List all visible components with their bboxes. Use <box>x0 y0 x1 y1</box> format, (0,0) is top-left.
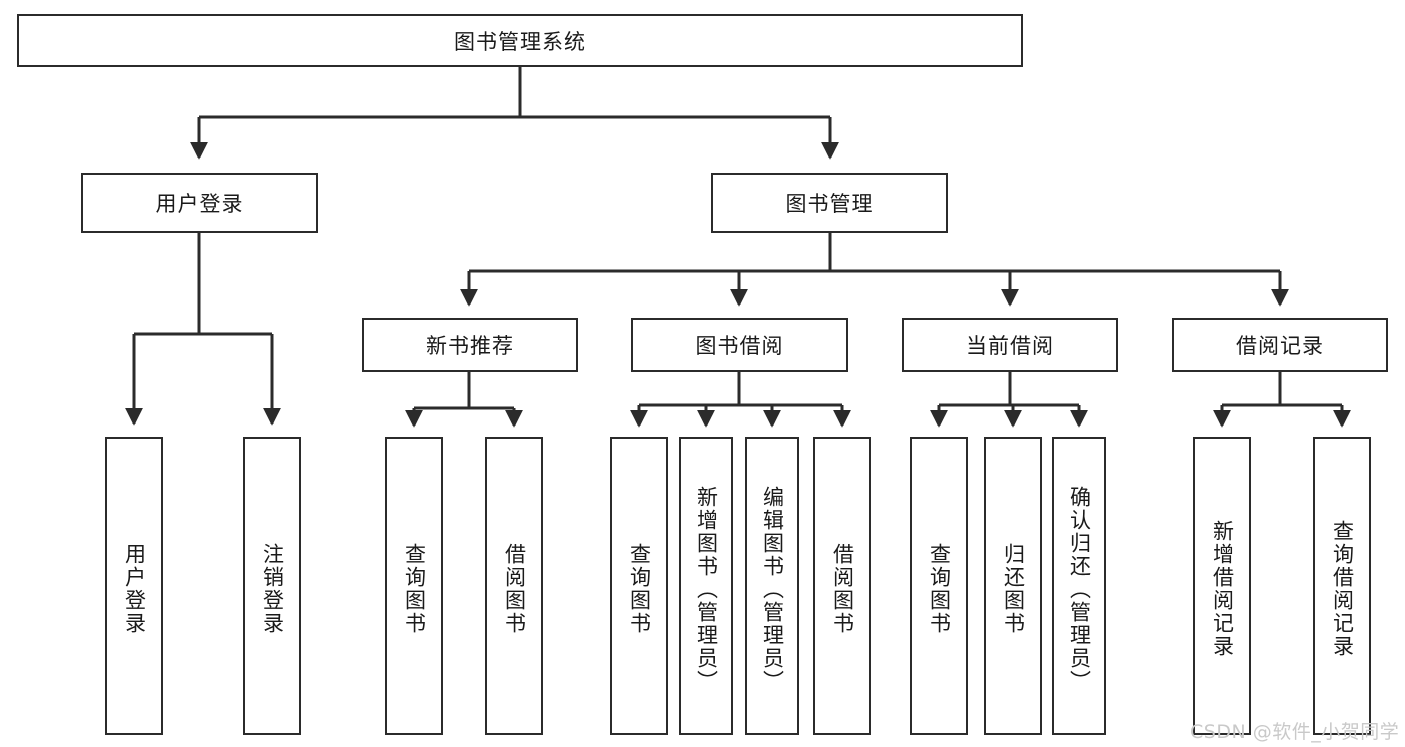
node-leaf-return-book[interactable]: 归还图书 <box>984 437 1042 735</box>
node-current-borrow-label: 当前借阅 <box>966 334 1054 358</box>
node-leaf-edit-book[interactable]: 编辑图书（管理员） <box>745 437 799 735</box>
node-user-login[interactable]: 用户登录 <box>81 173 318 233</box>
node-leaf-query-book-2-label: 查询图书 <box>627 543 652 635</box>
node-leaf-query-book-3[interactable]: 查询图书 <box>910 437 968 735</box>
node-leaf-query-book-1-label: 查询图书 <box>402 543 427 635</box>
node-leaf-logout-label: 注销登录 <box>260 543 285 635</box>
node-book-borrow[interactable]: 图书借阅 <box>631 318 848 372</box>
node-leaf-add-book-label: 新增图书（管理员） <box>694 485 719 693</box>
node-leaf-add-record[interactable]: 新增借阅记录 <box>1193 437 1251 735</box>
node-leaf-query-record-label: 查询借阅记录 <box>1330 520 1355 658</box>
node-borrow-record-label: 借阅记录 <box>1236 334 1324 358</box>
node-leaf-add-record-label: 新增借阅记录 <box>1210 520 1235 658</box>
node-leaf-user-login[interactable]: 用户登录 <box>105 437 163 735</box>
node-current-borrow[interactable]: 当前借阅 <box>902 318 1118 372</box>
node-leaf-query-record[interactable]: 查询借阅记录 <box>1313 437 1371 735</box>
node-leaf-query-book-1[interactable]: 查询图书 <box>385 437 443 735</box>
node-leaf-add-book[interactable]: 新增图书（管理员） <box>679 437 733 735</box>
node-leaf-confirm-return[interactable]: 确认归还（管理员） <box>1052 437 1106 735</box>
node-borrow-record[interactable]: 借阅记录 <box>1172 318 1388 372</box>
node-new-book-rec[interactable]: 新书推荐 <box>362 318 578 372</box>
node-leaf-return-book-label: 归还图书 <box>1001 543 1026 635</box>
node-book-manage[interactable]: 图书管理 <box>711 173 948 233</box>
node-leaf-borrow-book-1[interactable]: 借阅图书 <box>485 437 543 735</box>
node-leaf-borrow-book-2[interactable]: 借阅图书 <box>813 437 871 735</box>
node-user-login-label: 用户登录 <box>155 192 244 216</box>
node-root-label: 图书管理系统 <box>454 29 586 54</box>
node-leaf-user-login-label: 用户登录 <box>122 543 147 635</box>
node-leaf-query-book-2[interactable]: 查询图书 <box>610 437 668 735</box>
node-leaf-borrow-book-2-label: 借阅图书 <box>830 543 855 635</box>
node-leaf-confirm-return-label: 确认归还（管理员） <box>1067 485 1092 693</box>
node-leaf-borrow-book-1-label: 借阅图书 <box>502 543 527 635</box>
node-book-borrow-label: 图书借阅 <box>695 334 784 358</box>
node-root[interactable]: 图书管理系统 <box>17 14 1023 67</box>
node-book-manage-label: 图书管理 <box>785 192 874 216</box>
watermark: CSDN @软件_小贺同学 <box>1190 721 1400 743</box>
node-leaf-edit-book-label: 编辑图书（管理员） <box>760 485 785 693</box>
node-leaf-logout[interactable]: 注销登录 <box>243 437 301 735</box>
node-new-book-rec-label: 新书推荐 <box>426 334 514 358</box>
node-leaf-query-book-3-label: 查询图书 <box>927 543 952 635</box>
